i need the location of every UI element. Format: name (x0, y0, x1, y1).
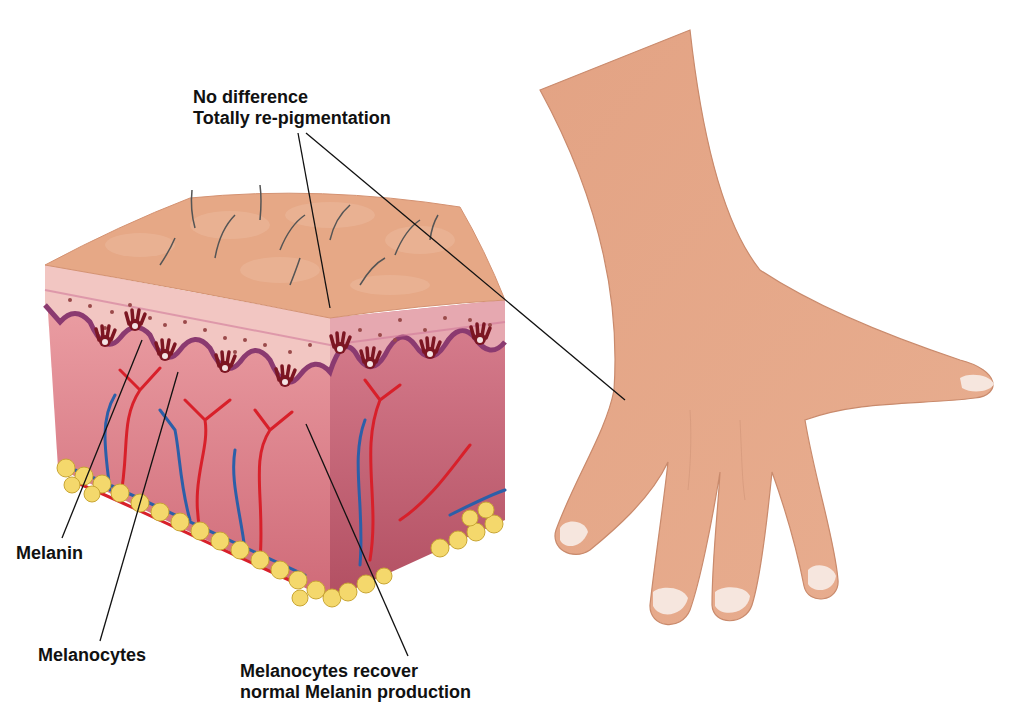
label-text: Melanocytes (38, 645, 146, 666)
label-text: normal Melanin production (240, 682, 471, 703)
label-text: Melanocytes recover (240, 661, 418, 682)
skin-block (45, 185, 505, 607)
label-text: Melanin (16, 543, 83, 564)
label-text: No difference (193, 87, 308, 108)
leader-lines (62, 133, 625, 656)
label-text: Totally re-pigmentation (193, 108, 391, 129)
hand (540, 30, 994, 625)
